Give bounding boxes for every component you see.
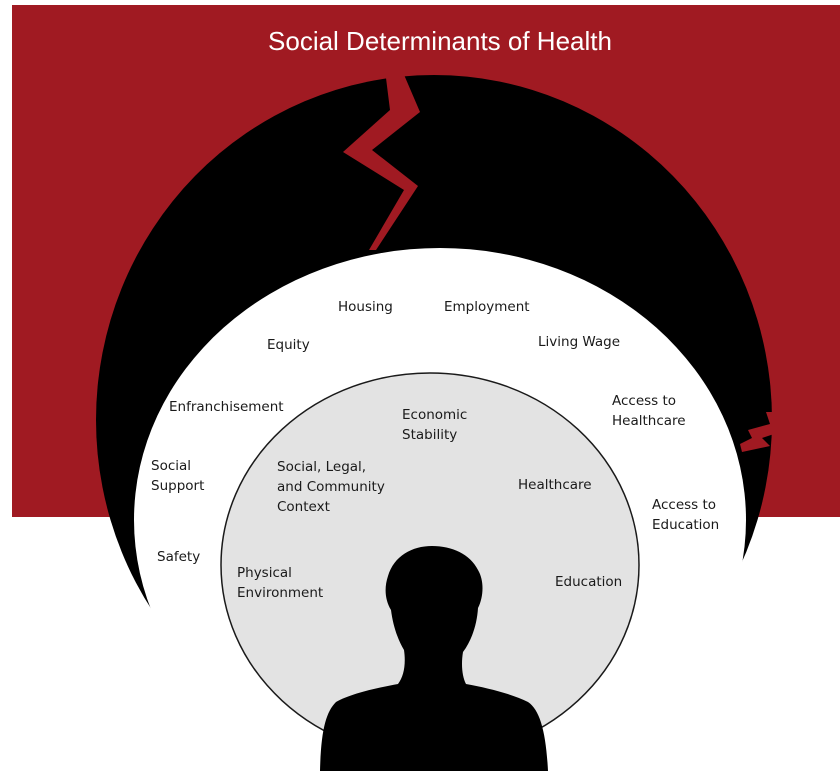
crack-right — [740, 412, 780, 452]
label-education: Education — [555, 574, 623, 590]
label-access-education: Access to Education — [652, 497, 720, 533]
label-living-wage: Living Wage — [538, 334, 621, 350]
label-access-healthcare: Access to Healthcare — [612, 393, 686, 429]
label-healthcare: Healthcare — [518, 477, 592, 493]
diagram-title: Social Determinants of Health — [268, 26, 612, 56]
label-enfranchisement: Enfranchisement — [169, 399, 284, 415]
label-social-support: Social Support — [151, 458, 205, 494]
label-physical-environment: Physical Environment — [237, 565, 324, 601]
person-silhouette-icon — [320, 546, 548, 771]
label-social-legal-community: Social, Legal, and Community Context — [277, 459, 385, 515]
label-equity: Equity — [267, 337, 310, 353]
label-employment: Employment — [444, 299, 530, 315]
label-economic-stability: Economic Stability — [402, 407, 468, 443]
crack-top — [343, 70, 420, 250]
label-housing: Housing — [338, 299, 393, 315]
label-safety: Safety — [157, 549, 201, 565]
